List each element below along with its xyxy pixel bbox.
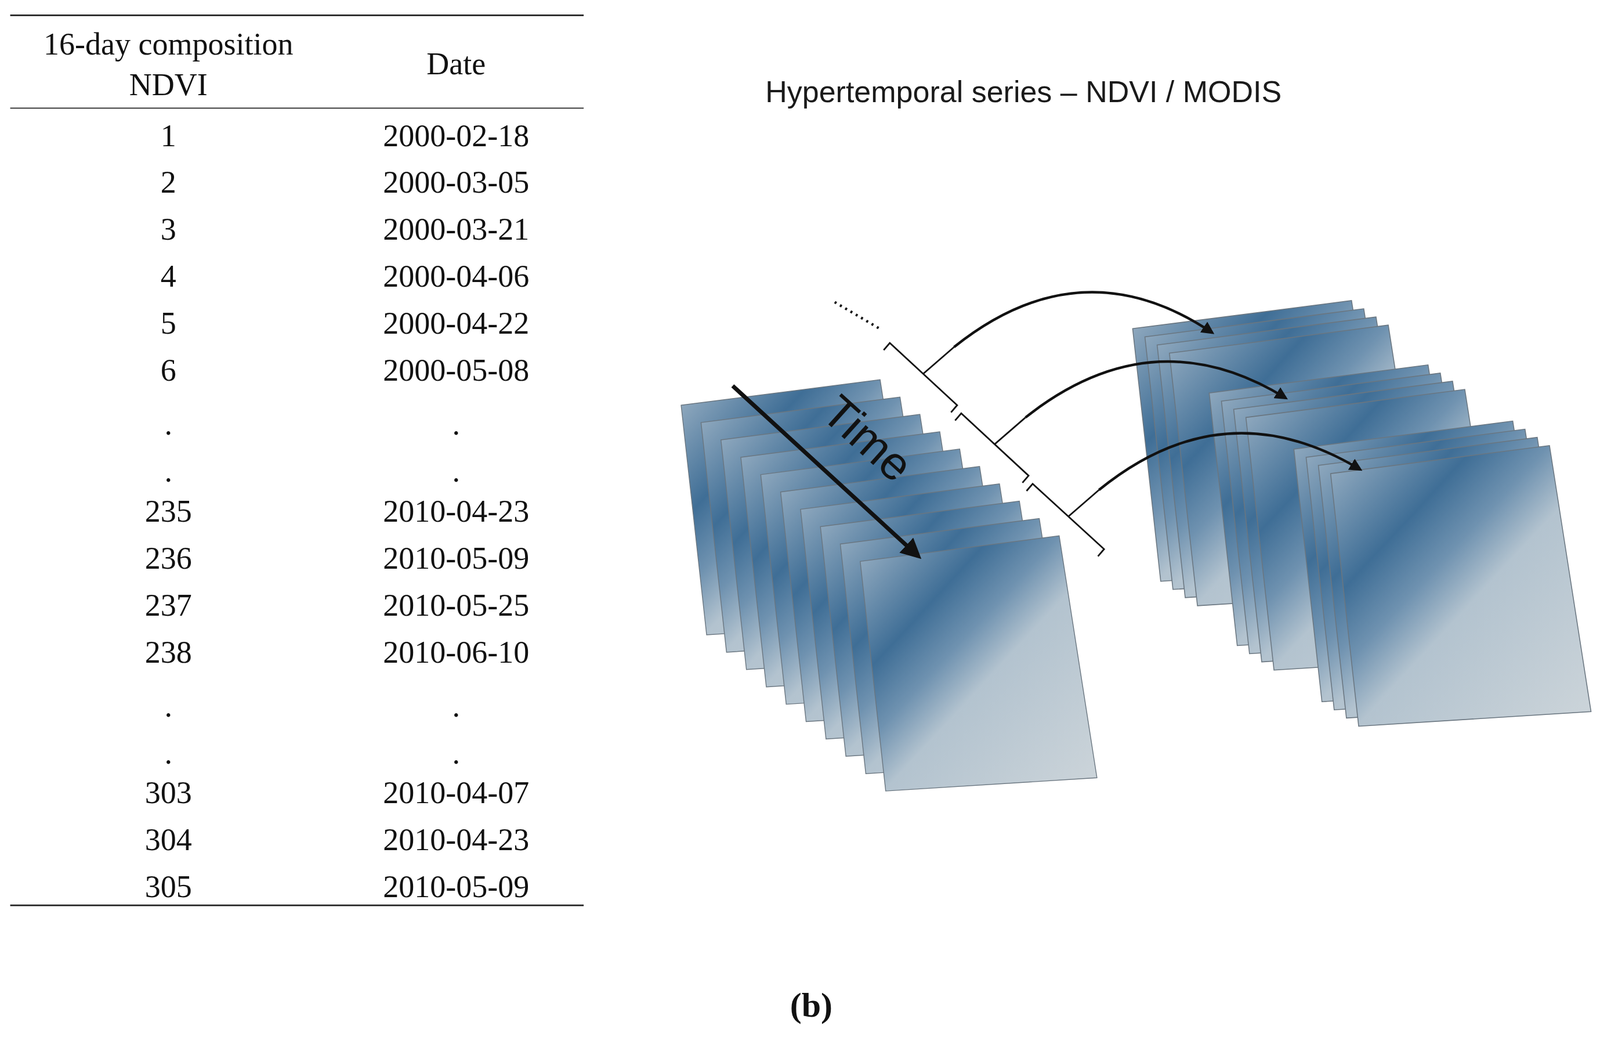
table-cell-index: 5 — [160, 304, 177, 343]
table-cell-date: . — [451, 405, 461, 444]
table-cell-index: . — [164, 734, 173, 773]
table-cell-date: . — [451, 734, 461, 773]
table-cell-date: 2010-05-25 — [382, 586, 530, 625]
table-cell-index: 2 — [160, 163, 177, 202]
table-cell-date: 2000-03-21 — [382, 210, 530, 249]
table-cell-date: 2010-04-23 — [382, 820, 530, 859]
table-cell-date: . — [451, 687, 461, 726]
table-cell-index: . — [164, 405, 173, 444]
figure-title: Hypertemporal series – NDVI / MODIS — [765, 74, 1282, 110]
image-stack — [681, 379, 1098, 791]
table-cell-index: 4 — [160, 257, 177, 296]
table-cell-index: 236 — [145, 539, 193, 578]
table-cell-index: 3 — [160, 210, 177, 249]
table-header: 16-day composition NDVI — [17, 23, 320, 106]
table-cell-date: 2010-05-09 — [382, 867, 530, 906]
table-cell-date: . — [451, 452, 461, 491]
table-header: Date — [426, 45, 486, 83]
table-cell-index: 304 — [145, 820, 193, 859]
table-cell-date: 2010-04-07 — [382, 773, 530, 812]
table-cell-index: 237 — [145, 586, 193, 625]
table-cell-date: 2000-05-08 — [382, 351, 530, 390]
table-cell-date: 2010-05-09 — [382, 539, 530, 578]
table-cell-date: 2000-04-06 — [382, 257, 530, 296]
table-cell-index: 235 — [145, 492, 193, 531]
table-cell-index: 238 — [145, 633, 193, 672]
table-cell-index: 305 — [145, 867, 193, 906]
table-cell-date: 2010-06-10 — [382, 633, 530, 672]
table-cell-date: 2010-04-23 — [382, 492, 530, 531]
table-cell-index: . — [164, 687, 173, 726]
table-cell-index: 303 — [145, 773, 193, 812]
table-rules — [10, 15, 585, 906]
panel-caption: (b) — [790, 985, 833, 1026]
table-cell-index: . — [164, 452, 173, 491]
table-cell-index: 6 — [160, 351, 177, 390]
table-cell-date: 2000-03-05 — [382, 163, 530, 202]
table-cell-date: 2000-02-18 — [382, 117, 530, 155]
table-cell-index: 1 — [160, 117, 177, 155]
grouping-arrows — [954, 291, 1361, 490]
table-cell-date: 2000-04-22 — [382, 304, 530, 343]
